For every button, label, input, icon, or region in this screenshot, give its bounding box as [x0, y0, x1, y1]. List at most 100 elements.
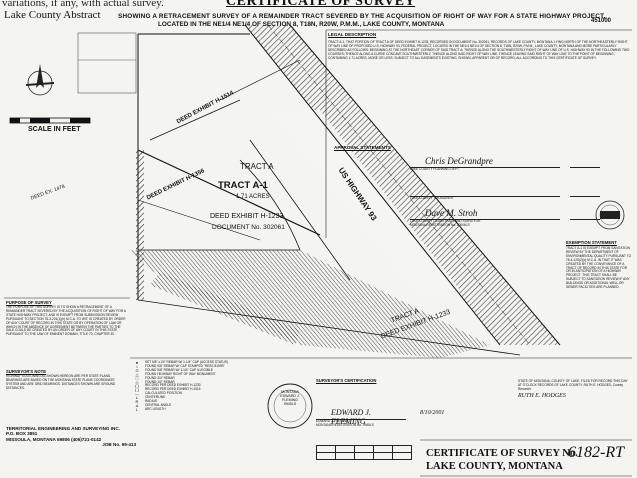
seal-name: EDWARD J. FLEMING	[280, 394, 300, 402]
legend-text: CENTERLINE	[145, 395, 166, 400]
revision-table	[316, 445, 412, 460]
seal-number: 9945LS	[283, 402, 297, 406]
seal-state: MONTANA	[281, 390, 299, 394]
approval-heading: APPROVAL STATEMENTS	[334, 145, 391, 150]
scale-label: SCALE IN FEET	[28, 126, 81, 133]
legend-row: — CALCULATED POSITION	[132, 391, 312, 397]
date-line	[570, 158, 600, 168]
legend-symbol: Δ	[135, 402, 139, 408]
legal-description-heading: LEGAL DESCRIPTION	[328, 32, 377, 37]
legend-symbol: ⊙	[135, 367, 139, 373]
table-cell	[392, 452, 412, 460]
certificate-number-label: CERTIFICATE OF SURVEY No.	[426, 448, 578, 459]
table-cell	[335, 445, 355, 453]
table-cell	[354, 452, 374, 460]
legend-text: FOUND HIGHWAY RIGHT OF WAY MONUMENT	[145, 371, 216, 376]
signature-subtitle: MONTANA REGISTRATION No. 10006LS	[410, 222, 470, 227]
legend-row: □ FOUND 3/4" REBAR	[132, 375, 312, 381]
legal-description-body: TRACT A-1, THAT PORTION OF TRACT A OF DE…	[328, 40, 630, 60]
table-cell	[316, 445, 336, 453]
vicinity-line	[78, 33, 138, 37]
description-line-2: LOCATED IN THE NE1/4 NE1/4 OF SECTION 8,…	[158, 21, 445, 28]
legend-row: [ ]RECORD PER DEED EXHIBIT H-1514	[132, 387, 312, 393]
legend-text: FOUND 3/4" REBAR	[145, 375, 175, 380]
legend-text: RADIUS	[145, 399, 158, 404]
surveyor-name: EDWARD J. FLEMING	[316, 419, 349, 423]
signature-title: LAKE COUNTY TREASURER	[410, 196, 453, 200]
signature-title: LAKE COUNTY CADASTRAL LAND SURVEYOR	[410, 219, 481, 223]
vicinity-map	[77, 32, 137, 94]
signature-planning: Chris DeGrandpre	[425, 156, 493, 166]
highway-right-of-way	[244, 24, 561, 346]
scale-bar	[9, 117, 91, 124]
surveyor-signature: EDWARD J. FLEMING	[331, 408, 371, 426]
signature-title: LAKE COUNTY PLANNING DEPT.	[410, 167, 460, 171]
document-number: 451000	[591, 18, 612, 24]
tract-a-top-label: TRACT A	[240, 162, 274, 171]
signature-line	[410, 187, 600, 197]
legend-symbol: ◇	[135, 379, 139, 385]
exemption-heading: EXEMPTION STATEMENT	[566, 240, 617, 245]
legend-symbol: [ ]	[135, 387, 139, 393]
recorder-signature: RUTH E. HODGES	[518, 392, 566, 399]
table-cell	[373, 452, 393, 460]
company-block: TERRITORIAL ENGINEERING AND SURVEYING IN…	[6, 426, 136, 448]
certificate-number: 6182-RT	[568, 444, 624, 461]
surveyor-seal-text: MONTANA EDWARD J. FLEMING 9945LS	[274, 390, 306, 406]
legend-row: ○ FOUND 5/8" REBAR W/ CAP STAMPED "RESS 8…	[132, 363, 312, 369]
legend-row: ◇ FOUND 1/2" REBAR	[132, 379, 312, 385]
legend-row: ( )RECORD PER DEED EXHIBIT H-1233	[132, 384, 312, 388]
certificate-title: CERTIFICATE OF SURVEY	[226, 0, 416, 9]
surveyor-note-body: HIGHWAY STATIONING AS SHOWN HEREON ARE P…	[6, 374, 116, 390]
legend-symbol: ○	[135, 363, 139, 369]
company-address-1: P.O. BOX 3851	[6, 431, 38, 437]
legend-symbol: R	[135, 399, 139, 405]
legend-row: △ FOUND HIGHWAY RIGHT OF WAY MONUMENT	[132, 371, 312, 377]
legend-text: FOUND 5/8" REBAR W/ CAP STAMPED "RESS 81…	[145, 363, 225, 368]
recording-block: STATE OF MONTANA, COUNTY OF LAKE. FILED …	[518, 379, 628, 399]
legend-symbol: ●	[135, 360, 139, 365]
legend-row: L ARC LENGTH	[132, 406, 312, 412]
signature-line: Dave M. Stroh	[410, 208, 600, 220]
top-note: variations, if any, with actual survey.	[2, 0, 164, 9]
purpose-body: THE PURPOSE OF THIS SURVEY IS TO SHOW A …	[6, 305, 126, 337]
surveyor-note-heading: SURVEYOR'S NOTE	[6, 369, 47, 374]
legend-symbol: —	[135, 391, 139, 397]
legend-row: L CENTERLINE	[132, 395, 312, 401]
legend-symbol: □	[135, 375, 139, 381]
approval-signature-treasurer: LAKE COUNTY TREASURER	[410, 187, 600, 201]
tract-a-lower-band	[130, 250, 490, 358]
left-boundary-strip	[136, 150, 144, 300]
approval-signature-surveyor: Dave M. Stroh LAKE COUNTY CADASTRAL LAND…	[410, 208, 600, 228]
legend-symbol: L	[135, 395, 139, 401]
acreage-label: 1.71 ACRES	[236, 194, 270, 200]
surveyor-signature-line: EDWARD J. FLEMING	[316, 408, 406, 426]
legend-text: CALCULATED POSITION	[145, 391, 182, 396]
signature-line: Chris DeGrandpre	[410, 156, 600, 168]
table-cell	[373, 445, 393, 453]
legend-text: SET 5/8" x 24" REBAR W/ 1-1/4" CAP (ACCE…	[145, 360, 229, 364]
approval-signature-planning: Chris DeGrandpre LAKE COUNTY PLANNING DE…	[410, 156, 600, 172]
legend-row: R RADIUS	[132, 399, 312, 405]
company-name: TERRITORIAL ENGINEERING AND SURVEYING IN…	[6, 426, 120, 431]
bottom-rules	[4, 297, 632, 477]
vicinity-notes	[78, 33, 138, 37]
legend-text: CENTRAL ANGLE	[145, 402, 172, 407]
company-job-number: JOB No. 99-413	[102, 442, 136, 448]
table-cell	[316, 452, 336, 460]
legend-text: FOUND 1/2" REBAR	[145, 379, 175, 384]
table-cell	[335, 452, 355, 460]
document-center-label: DOCUMENT No. 302061	[212, 224, 285, 231]
table-row	[316, 445, 412, 453]
county-abstract-label: Lake County Abstract	[4, 9, 101, 21]
purpose-heading: PURPOSE OF SURVEY	[6, 300, 52, 305]
legend-symbol: △	[135, 371, 139, 377]
legend-symbol: ( )	[135, 383, 139, 389]
table-row	[316, 452, 412, 460]
date-line	[570, 187, 600, 197]
recording-text: STATE OF MONTANA, COUNTY OF LAKE. FILED …	[518, 379, 628, 391]
surveyor-certification-heading: SURVEYOR'S CERTIFICATION	[316, 378, 377, 383]
legend-symbol: L	[135, 406, 139, 412]
legend-text: ARC LENGTH	[145, 406, 166, 411]
